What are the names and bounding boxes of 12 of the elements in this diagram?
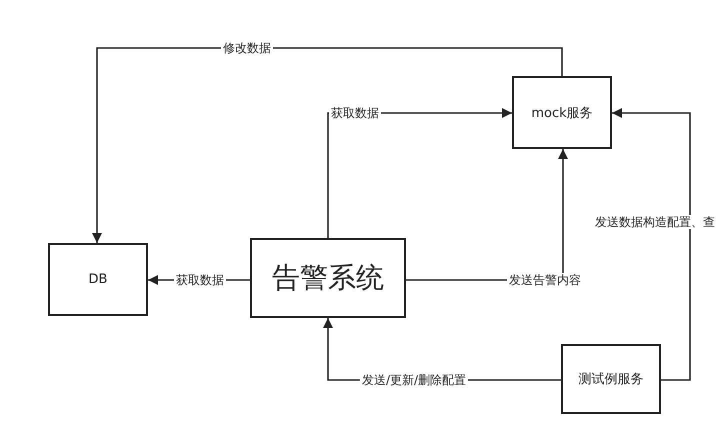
process-box: DB	[48, 243, 148, 316]
edge-label: 发送告警内容	[507, 273, 583, 287]
edge-label: 获取数据	[174, 273, 226, 287]
arrow	[612, 108, 691, 381]
edge-label: 发送数据构造配置、查	[593, 215, 717, 229]
arrow	[92, 47, 563, 243]
edge-label: 获取数据	[329, 106, 381, 120]
process-box: mock服务	[512, 76, 612, 149]
edge-label: 发送/更新/删除配置	[360, 373, 468, 387]
process-box: 测试例服务	[561, 344, 661, 414]
process-box: 告警系统	[250, 238, 406, 318]
edge-label: 修改数据	[221, 41, 273, 55]
